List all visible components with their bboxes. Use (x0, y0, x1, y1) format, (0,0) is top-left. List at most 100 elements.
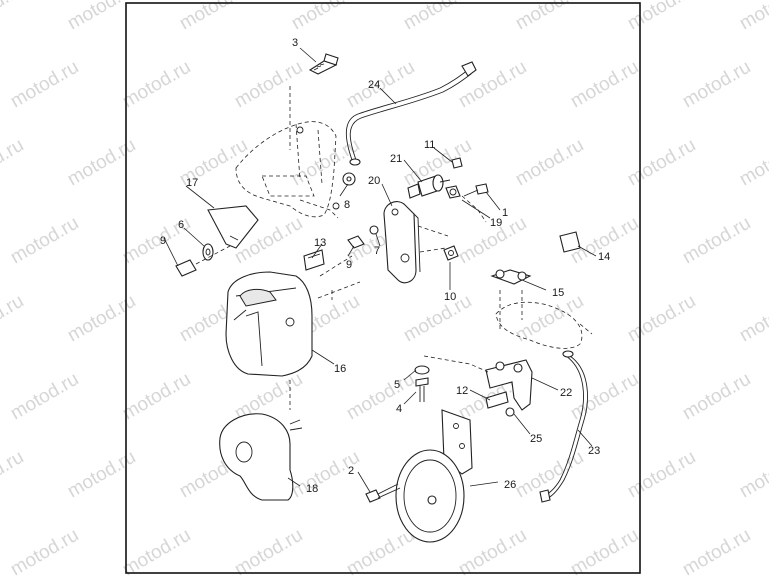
part-nut-9-left (175, 259, 197, 277)
watermark-text: motod.ru (64, 0, 139, 34)
part-cable-23 (539, 350, 588, 503)
part-cylinder-21 (407, 174, 451, 199)
part-clip-13 (303, 249, 325, 271)
part-bolt-1 (463, 183, 489, 197)
callout-11: 11 (424, 139, 435, 151)
watermark-text: motod.ru (119, 525, 194, 577)
part-bolt-4 (415, 377, 429, 402)
part-bracket-15 (490, 269, 532, 285)
watermark-text: motod.ru (0, 447, 27, 503)
watermark-text: motod.ru (624, 447, 699, 503)
callout-23: 23 (588, 445, 600, 457)
part-plug-14 (559, 231, 581, 253)
watermark-text: motod.ru (512, 0, 587, 34)
watermark-text: motod.ru (7, 525, 82, 577)
watermark-text: motod.ru (736, 0, 769, 34)
callout-4: 4 (396, 403, 402, 415)
watermark-text: motod.ru (231, 525, 306, 577)
diagram-frame (125, 2, 641, 574)
watermark-text: motod.ru (679, 213, 754, 269)
callout-15: 15 (552, 287, 564, 299)
watermark-text: motod.ru (567, 57, 642, 113)
part-bolt-12 (485, 391, 509, 409)
callout-19: 19 (490, 217, 502, 229)
watermark-text: motod.ru (512, 135, 587, 191)
dash-line-mid (317, 255, 361, 300)
watermark-text: motod.ru (343, 525, 418, 577)
callout-17: 17 (186, 177, 198, 189)
dash-line-19 (461, 195, 487, 223)
part-bolt-2 (365, 483, 401, 503)
part-washer-6 (202, 243, 214, 261)
callout-3: 3 (292, 37, 298, 49)
callout-20: 20 (368, 175, 380, 187)
watermark-text: motod.ru (119, 57, 194, 113)
watermark-text: motod.ru (512, 447, 587, 503)
watermark-text: motod.ru (567, 525, 642, 577)
callout-2: 2 (348, 465, 354, 477)
part-horn-right (395, 409, 473, 543)
watermark-text: motod.ru (624, 0, 699, 34)
watermark-text: motod.ru (7, 213, 82, 269)
watermark-text: motod.ru (64, 447, 139, 503)
part-washer-5 (414, 365, 430, 375)
watermark-text: motod.ru (119, 369, 194, 425)
watermark-text: motod.ru (64, 291, 139, 347)
part-washer-7 (369, 225, 379, 235)
callout-9-left: 9 (160, 235, 166, 247)
watermark-text: motod.ru (400, 291, 475, 347)
part-horn-left (219, 413, 303, 501)
watermark-text: motod.ru (0, 135, 27, 191)
part-frame-bracket-upper (235, 121, 340, 219)
watermark-text: motod.ru (400, 0, 475, 34)
part-plate-17 (207, 205, 259, 249)
callout-14: 14 (598, 251, 610, 263)
callout-24: 24 (368, 79, 380, 91)
watermark-text: motod.ru (7, 369, 82, 425)
part-bracket-22 (485, 359, 533, 411)
watermark-text: motod.ru (0, 0, 27, 34)
callout-25: 25 (530, 433, 542, 445)
watermark-text: motod.ru (0, 291, 27, 347)
callout-26: 26 (504, 479, 516, 491)
callout-16: 16 (334, 363, 346, 375)
callout-5: 5 (394, 379, 400, 391)
callout-22: 22 (560, 387, 572, 399)
part-horn-cover (225, 271, 313, 377)
part-nut-9-right (347, 235, 365, 249)
watermark-text: motod.ru (176, 0, 251, 34)
watermark-text: motod.ru (679, 525, 754, 577)
callout-6: 6 (178, 219, 184, 231)
callout-18: 18 (306, 483, 318, 495)
callout-8: 8 (344, 199, 350, 211)
part-bolt-top (308, 53, 339, 75)
part-nut-10 (443, 245, 459, 261)
part-lock-washer (342, 172, 356, 186)
watermark-text: motod.ru (736, 135, 769, 191)
part-bracket-plate (383, 201, 421, 284)
dash-line-15 (499, 290, 523, 330)
watermark-text: motod.ru (679, 369, 754, 425)
callout-21: 21 (390, 153, 402, 165)
watermark-text: motod.ru (455, 525, 530, 577)
callout-12: 12 (456, 385, 468, 397)
watermark-text: motod.ru (679, 57, 754, 113)
callout-labels: 1 2 3 4 5 6 7 8 9 9 10 11 12 13 14 15 16… (160, 37, 610, 495)
part-frame-bracket-lower (495, 301, 593, 349)
part-nut-19 (445, 185, 461, 199)
callout-7: 7 (374, 245, 380, 257)
callout-10: 10 (444, 291, 456, 303)
callout-1: 1 (502, 207, 508, 219)
part-nut-11 (451, 157, 463, 169)
watermark-text: motod.ru (736, 291, 769, 347)
watermark-text: motod.ru (231, 57, 306, 113)
watermark-text: motod.ru (624, 135, 699, 191)
watermark-text: motod.ru (64, 135, 139, 191)
watermark-text: motod.ru (7, 57, 82, 113)
watermark-text: motod.ru (567, 369, 642, 425)
callout-13: 13 (314, 237, 326, 249)
watermark-text: motod.ru (624, 291, 699, 347)
callout-9-right: 9 (346, 259, 352, 271)
part-washer-25 (505, 407, 515, 417)
